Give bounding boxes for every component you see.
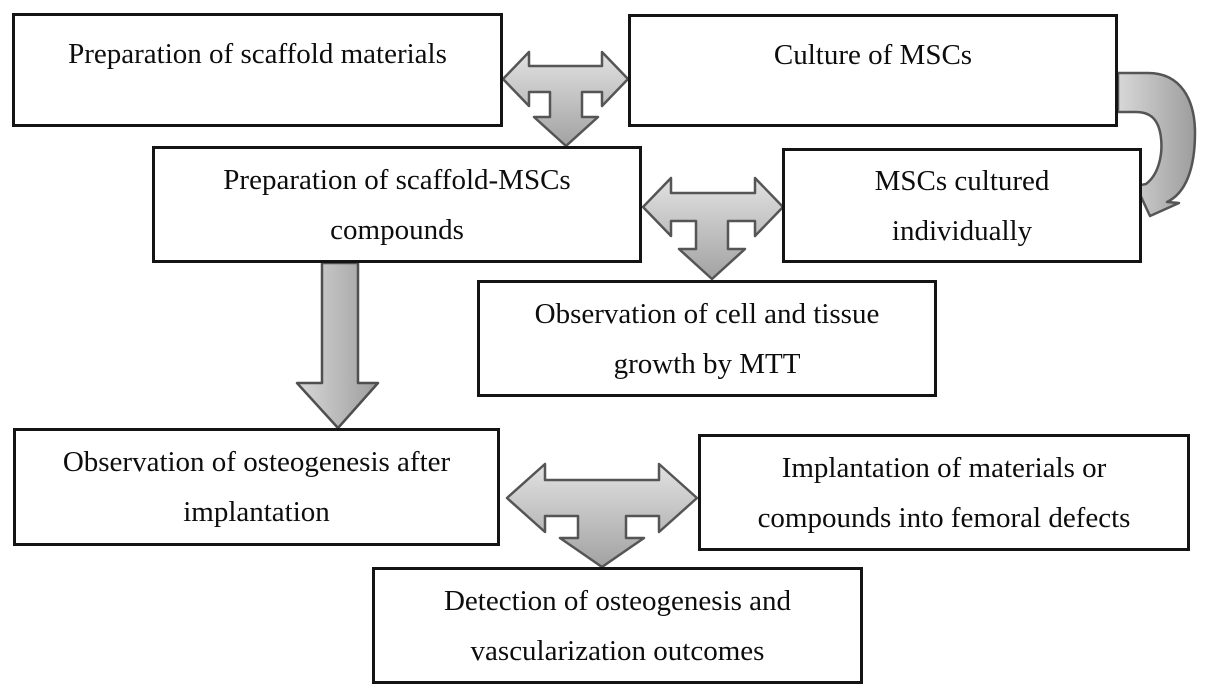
box-preparation-of-scaffold-materials: Preparation of scaffold materials — [12, 13, 503, 127]
three-way-arrow-middle — [641, 176, 785, 281]
box-label-line: vascularization outcomes — [470, 634, 765, 667]
box-implantation-of-materials-or-compounds: Implantation of materials or compounds i… — [698, 434, 1190, 551]
box-culture-of-mscs: Culture of MSCs — [628, 14, 1118, 127]
curved-arrow-right — [1116, 71, 1197, 218]
box-label-line: compounds — [330, 213, 464, 246]
box-label-line: Preparation of scaffold-MSCs — [223, 163, 571, 196]
box-label: Preparation of scaffold materials — [68, 38, 447, 70]
box-detection-of-osteogenesis-and-vascularization: Detection of osteogenesis and vasculariz… — [372, 567, 863, 684]
box-label-line: growth by MTT — [613, 347, 801, 380]
box-preparation-of-scaffold-mscs-compounds: Preparation of scaffold-MSCs compounds — [152, 146, 642, 263]
straight-down-arrow-left — [295, 261, 380, 430]
box-observation-of-osteogenesis-after-implantation: Observation of osteogenesis after implan… — [13, 428, 500, 546]
box-label-line: implantation — [183, 496, 330, 528]
three-way-arrow-bottom — [505, 462, 699, 569]
box-mscs-cultured-individually: MSCs cultured individually — [782, 148, 1142, 263]
box-label-line: Detection of osteogenesis and — [443, 584, 792, 617]
box-label: Culture of MSCs — [773, 39, 973, 71]
box-label-line: compounds into femoral defects — [757, 501, 1131, 534]
box-observation-of-cell-and-tissue-growth-by-mtt: Observation of cell and tissue growth by… — [477, 280, 937, 397]
box-label-line: individually — [891, 214, 1033, 247]
box-label-line: MSCs cultured — [874, 164, 1050, 197]
box-label-line: Observation of cell and tissue — [534, 297, 880, 330]
box-label-line: Implantation of materials or — [781, 451, 1107, 484]
three-way-arrow-top — [501, 50, 630, 148]
box-label-line: Observation of osteogenesis after — [62, 446, 451, 478]
